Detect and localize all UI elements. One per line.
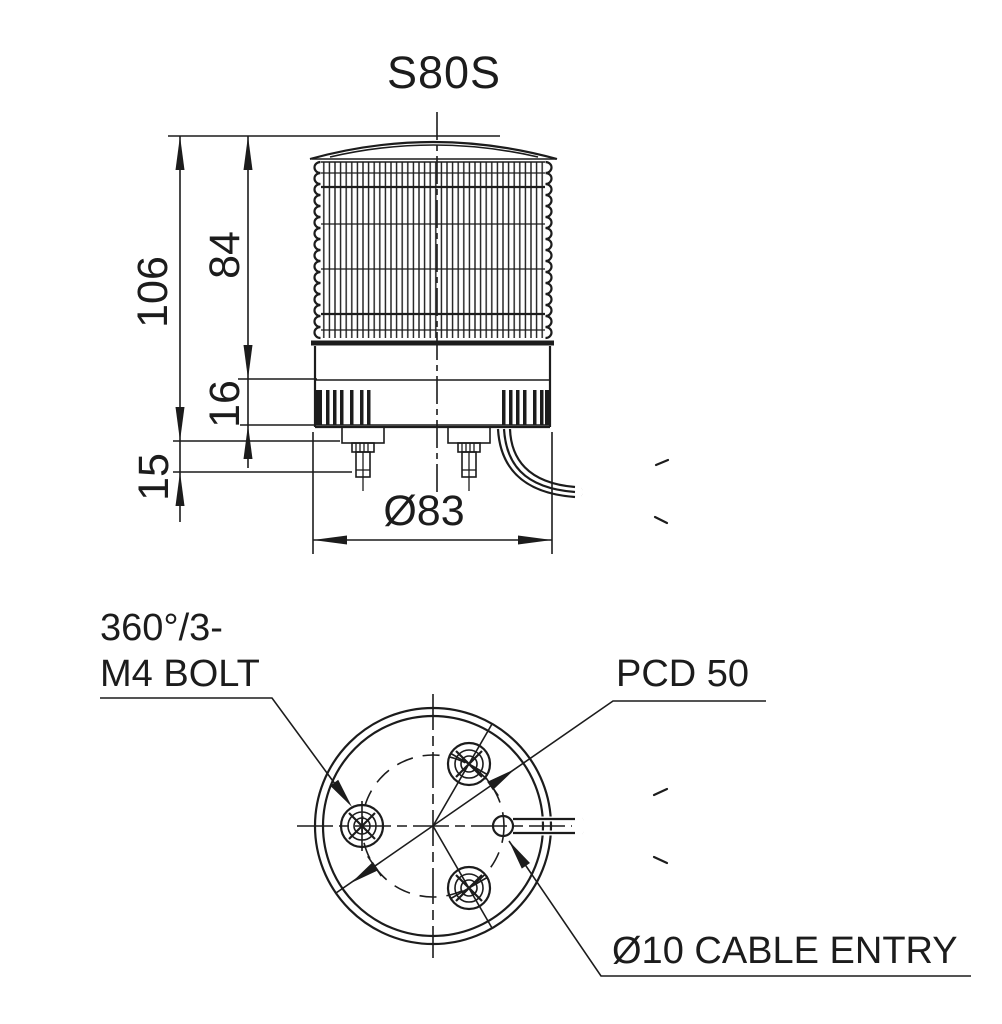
lens-body [311, 160, 554, 346]
radial-line-lower [432, 825, 493, 929]
outer-body-circle [313, 706, 553, 946]
lens-left-scallop-edge [313, 160, 321, 340]
dimension-body-height: 16 [201, 380, 316, 459]
bolt-hole-bottom-right [446, 865, 492, 911]
bolt-hole-left [339, 801, 385, 851]
dimension-diameter: Ø83 [312, 432, 553, 554]
cable-entry-hole [491, 814, 515, 838]
cable-entry-callout: Ø10 CABLE ENTRY [508, 840, 971, 977]
dimension-overall-height: 106 [129, 135, 500, 522]
bolt-spec-callout: 360°/3- M4 BOLT [100, 607, 352, 807]
mounting-stud-left [341, 426, 385, 491]
vent-slots-left [316, 390, 371, 425]
lens-cap [309, 140, 558, 161]
dim-83-label: Ø83 [383, 487, 464, 535]
dim-106-label: 106 [129, 256, 177, 328]
pcd-label: PCD 50 [616, 653, 749, 695]
model-title: S80S [387, 47, 501, 98]
mounting-stud-right [447, 426, 491, 491]
front-view: S80S [129, 47, 670, 554]
bolt-spec-line1: 360°/3- [100, 607, 223, 649]
bottom-cable [513, 787, 669, 865]
bolt-hole-top-right [446, 741, 492, 787]
vent-slots-right [502, 390, 550, 425]
bolt-spec-line2: M4 BOLT [100, 653, 260, 695]
base-housing [313, 346, 552, 429]
pcd-dimension: PCD 50 [335, 653, 766, 894]
radial-line-upper [432, 723, 493, 827]
dimension-stud-length: 15 [130, 453, 352, 506]
lens-right-scallop-edge [545, 160, 553, 340]
dim-84-label: 84 [201, 231, 249, 279]
inner-body-circle [321, 714, 545, 938]
dimension-lens-height: 84 [201, 136, 317, 468]
bottom-view: PCD 50 360°/3- [100, 607, 971, 977]
dim-15-label: 15 [130, 453, 178, 501]
front-cable [496, 428, 670, 525]
cable-entry-label: Ø10 CABLE ENTRY [612, 930, 958, 972]
dim-16-label: 16 [201, 380, 249, 428]
